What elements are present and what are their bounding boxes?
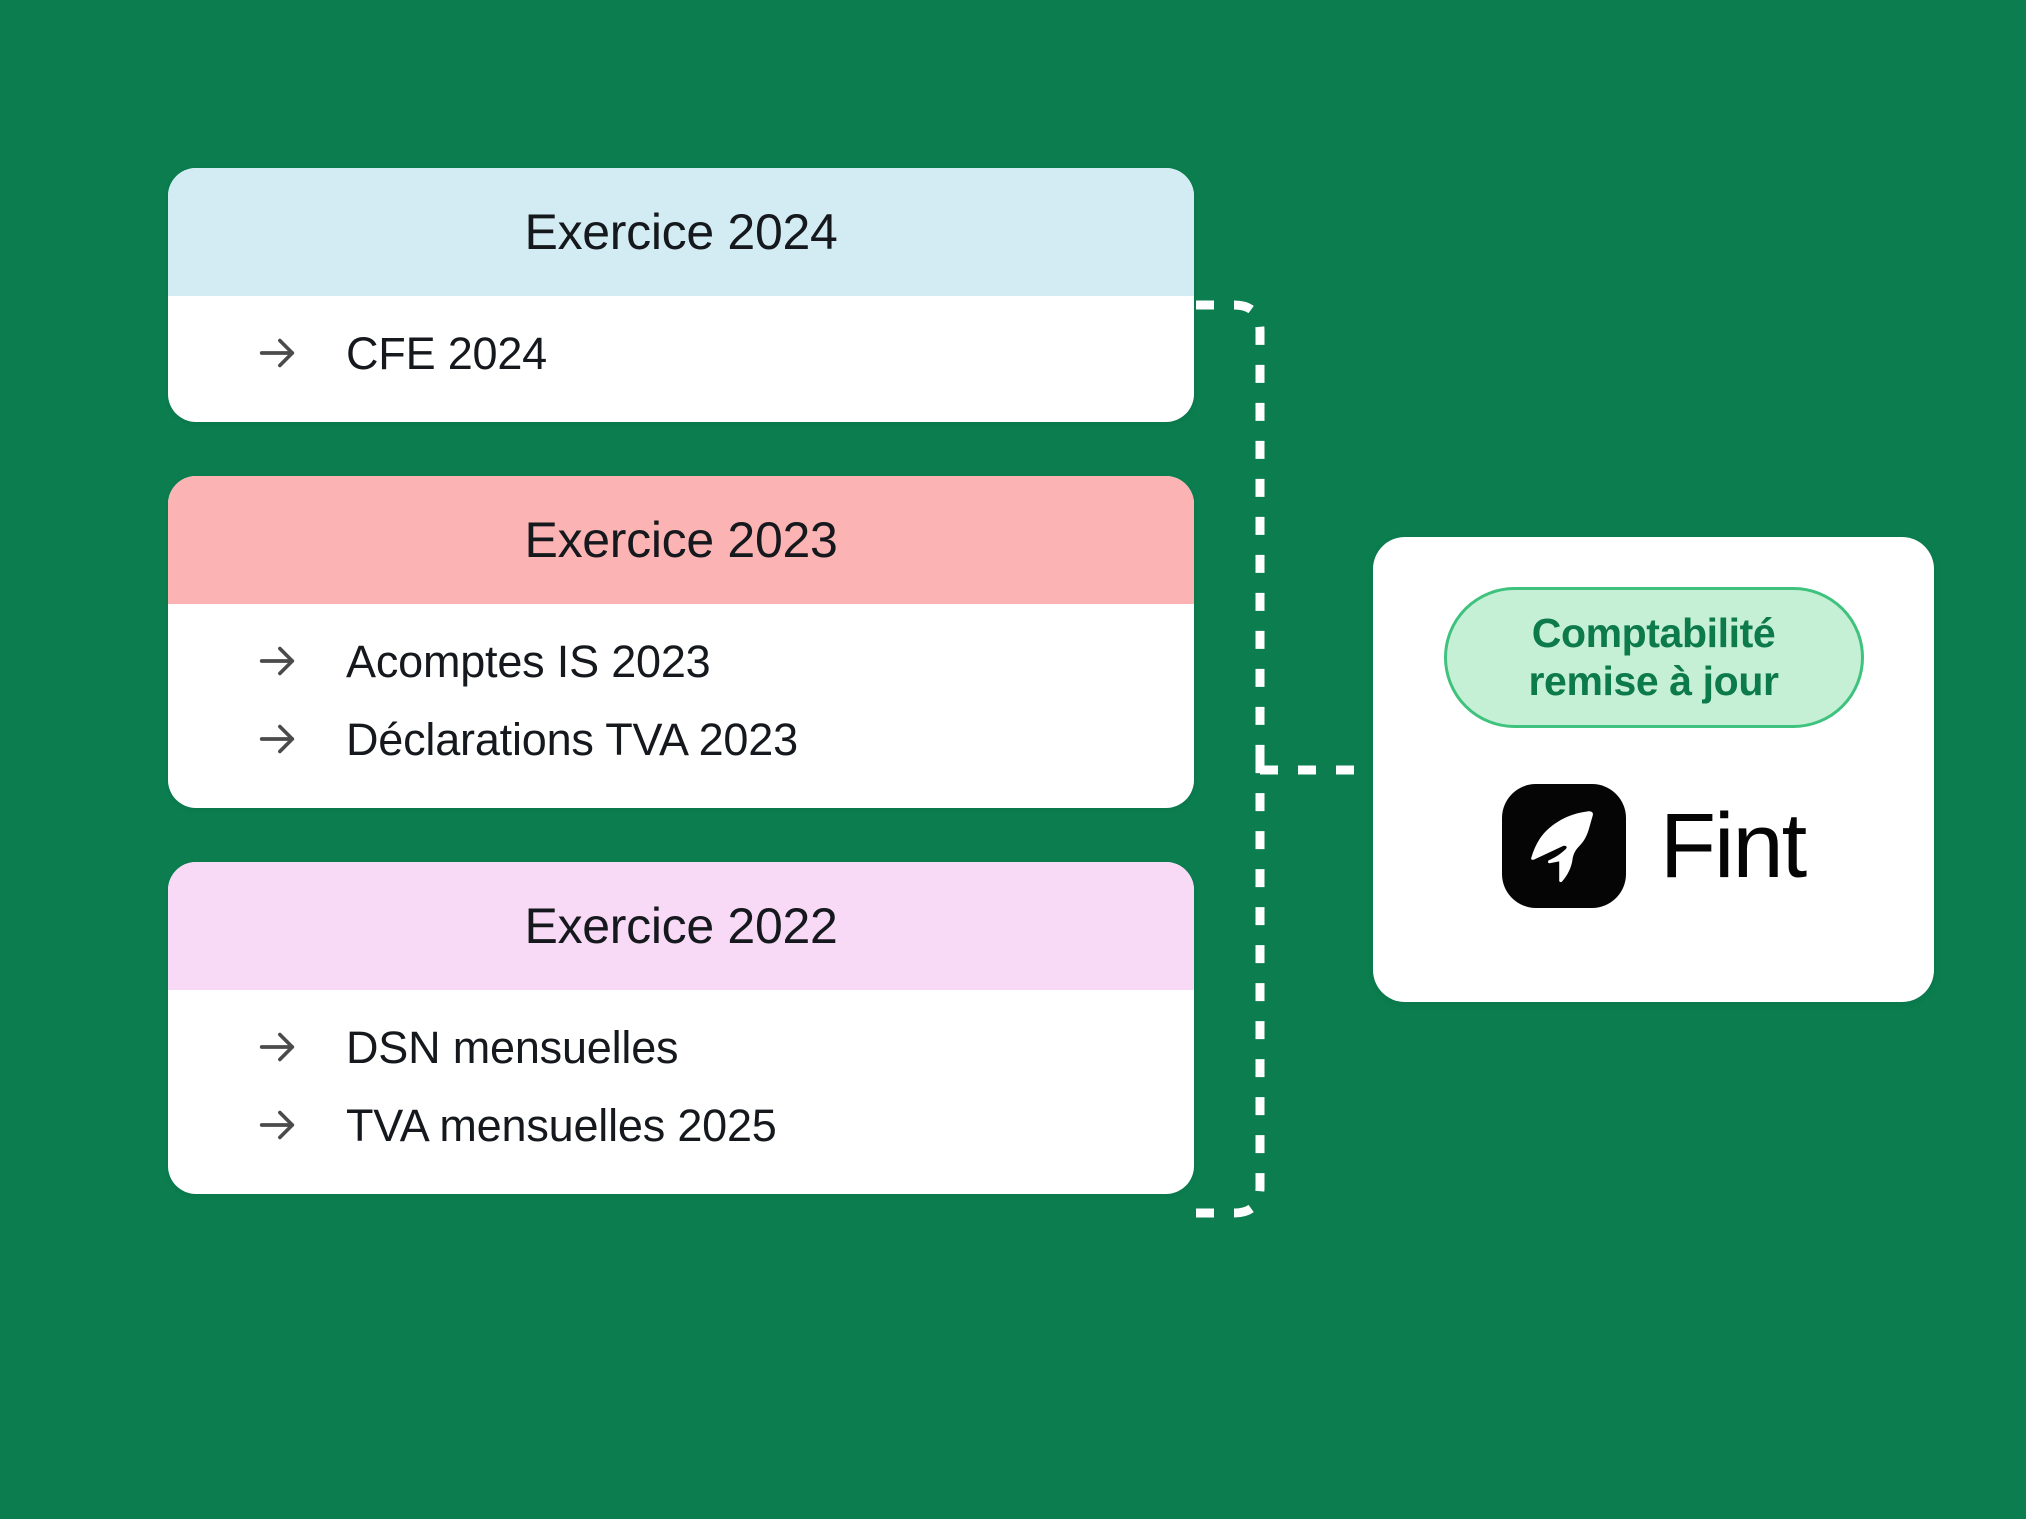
arrow-right-icon (259, 646, 295, 676)
exercise-card-title: Exercice 2023 (524, 512, 838, 568)
status-badge: Comptabilité remise à jour (1443, 587, 1864, 729)
exercise-card-header: Exercice 2023 (168, 476, 1194, 604)
list-item-label: TVA mensuelles 2025 (346, 1099, 777, 1151)
exercise-card-body: CFE 2024 (168, 296, 1194, 422)
list-item[interactable]: Acomptes IS 2023 (168, 638, 1194, 684)
exercise-card-body: Acomptes IS 2023 Déclarations TVA 2023 (168, 604, 1194, 808)
arrow-right-icon (259, 724, 295, 754)
arrow-right-icon (259, 1032, 295, 1062)
exercise-card-title: Exercice 2024 (524, 204, 838, 260)
status-badge-line-1: Comptabilité (1531, 610, 1776, 656)
brand-row: Fint (1501, 784, 1807, 909)
exercise-card-header: Exercice 2022 (168, 862, 1194, 990)
connector-bottom-branch (1196, 759, 1265, 1218)
list-item-label: Acomptes IS 2023 (346, 635, 711, 687)
arrow-right-icon (259, 338, 295, 368)
fint-logo-mark (1501, 784, 1626, 909)
list-item[interactable]: CFE 2024 (168, 330, 1194, 376)
list-item-label: DSN mensuelles (346, 1021, 679, 1073)
exercise-card-header: Exercice 2024 (168, 168, 1194, 296)
list-item-label: Déclarations TVA 2023 (346, 713, 798, 765)
status-badge-line-2: remise à jour (1528, 657, 1779, 704)
list-item[interactable]: Déclarations TVA 2023 (168, 716, 1194, 762)
arrow-right-icon (259, 1110, 295, 1140)
result-card[interactable]: Comptabilité remise à jour Fint (1373, 537, 1934, 1002)
fint-brand-name: Fint (1659, 795, 1807, 898)
exercise-cards-column: Exercice 2024 CFE 2024 Exercice 2023 (168, 168, 1194, 1194)
exercise-card-2023[interactable]: Exercice 2023 Acomptes IS 2023 Déclarati… (168, 476, 1194, 808)
exercise-card-2024[interactable]: Exercice 2024 CFE 2024 (168, 168, 1194, 422)
exercise-card-title: Exercice 2022 (524, 898, 838, 954)
exercise-card-2022[interactable]: Exercice 2022 DSN mensuelles TVA mensuel… (168, 862, 1194, 1194)
connector-top-branch (1196, 300, 1265, 759)
list-item-label: CFE 2024 (346, 327, 548, 379)
list-item[interactable]: DSN mensuelles (168, 1024, 1194, 1070)
fint-feather-logo-icon (1530, 811, 1593, 883)
exercise-card-body: DSN mensuelles TVA mensuelles 2025 (168, 990, 1194, 1194)
list-item[interactable]: TVA mensuelles 2025 (168, 1102, 1194, 1148)
